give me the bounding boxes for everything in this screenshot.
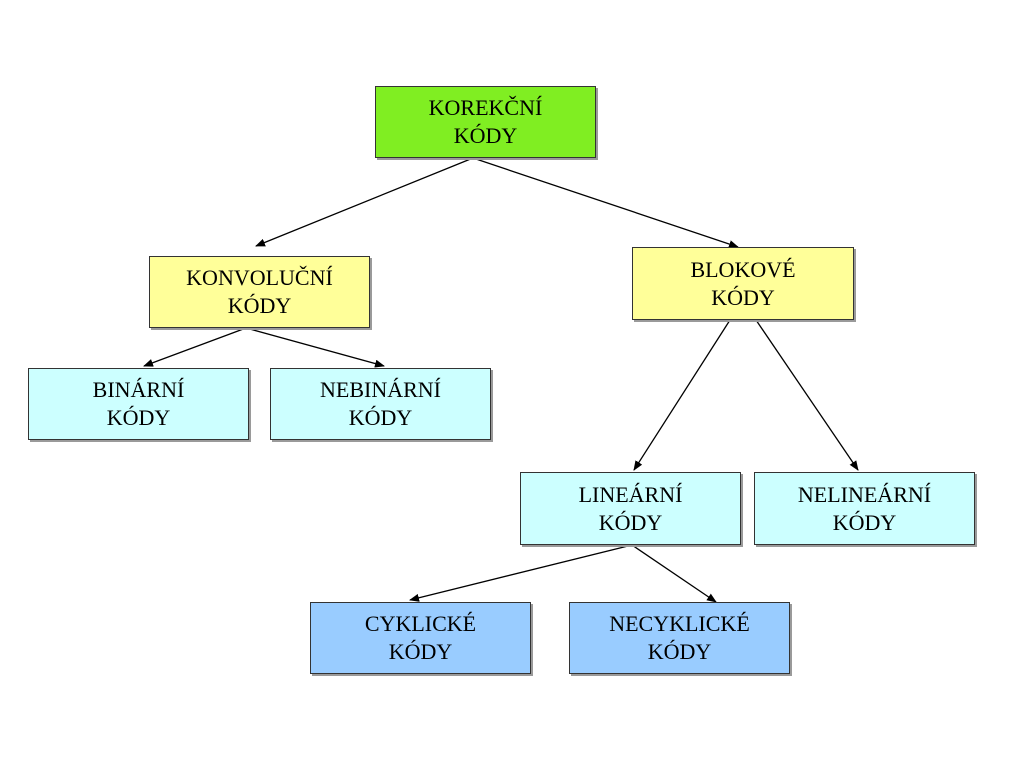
- node-nebinarni-line1: NEBINÁRNÍ: [320, 377, 441, 402]
- arrow-konvolucni-to-nebinarni: [245, 327, 385, 368]
- node-linearni-kody: LINEÁRNÍ KÓDY: [520, 472, 741, 545]
- node-cyklicke-line1: CYKLICKÉ: [364, 611, 477, 636]
- node-blokove-line2: KÓDY: [711, 284, 775, 310]
- node-korekcni-kody: KOREKČNÍ KÓDY: [375, 86, 596, 158]
- node-nelinearni-line1: NELINEÁRNÍ: [797, 481, 932, 507]
- node-konvolucni-line1: KONVOLUČNÍ: [186, 265, 333, 290]
- node-linearni-line2: KÓDY: [598, 509, 663, 535]
- node-blokove-line1: BLOKOVÉ: [690, 256, 796, 282]
- arrow-blokove-to-nelinearni: [755, 319, 859, 471]
- arrow-korekcni-to-konvolucni: [255, 157, 474, 247]
- arrow-blokove-to-linearni: [633, 319, 731, 471]
- node-linearni-line1: LINEÁRNÍ: [578, 481, 683, 507]
- arrow-konvolucni-to-binarni: [143, 327, 247, 367]
- node-cyklicke-line2: KÓDY: [388, 639, 453, 664]
- node-cyklicke-kody: CYKLICKÉ KÓDY: [310, 602, 531, 674]
- node-nebinarni-line2: KÓDY: [348, 405, 413, 430]
- node-korekcni-line2: KÓDY: [453, 123, 518, 148]
- node-blokove-kody: BLOKOVÉ KÓDY: [632, 247, 854, 320]
- node-necyklicke-line2: KÓDY: [647, 639, 712, 664]
- node-konvolucni-kody: KONVOLUČNÍ KÓDY: [149, 256, 370, 328]
- node-binarni-line2: KÓDY: [106, 405, 171, 430]
- node-korekcni-line1: KOREKČNÍ: [428, 95, 543, 120]
- node-nelinearni-line2: KÓDY: [832, 509, 897, 535]
- node-necyklicke-kody: NECYKLICKÉ KÓDY: [569, 602, 790, 674]
- node-necyklicke-line1: NECYKLICKÉ: [609, 611, 750, 636]
- node-nelinearni-kody: NELINEÁRNÍ KÓDY: [754, 472, 975, 545]
- node-nebinarni-kody: NEBINÁRNÍ KÓDY: [270, 368, 491, 440]
- node-konvolucni-line2: KÓDY: [227, 293, 292, 318]
- node-binarni-line1: BINÁRNÍ: [92, 377, 185, 402]
- arrow-linearni-to-necyklicke: [631, 544, 717, 603]
- arrow-linearni-to-cyklicke: [409, 544, 633, 602]
- arrow-korekcni-to-blokove: [472, 157, 739, 248]
- node-binarni-kody: BINÁRNÍ KÓDY: [28, 368, 249, 440]
